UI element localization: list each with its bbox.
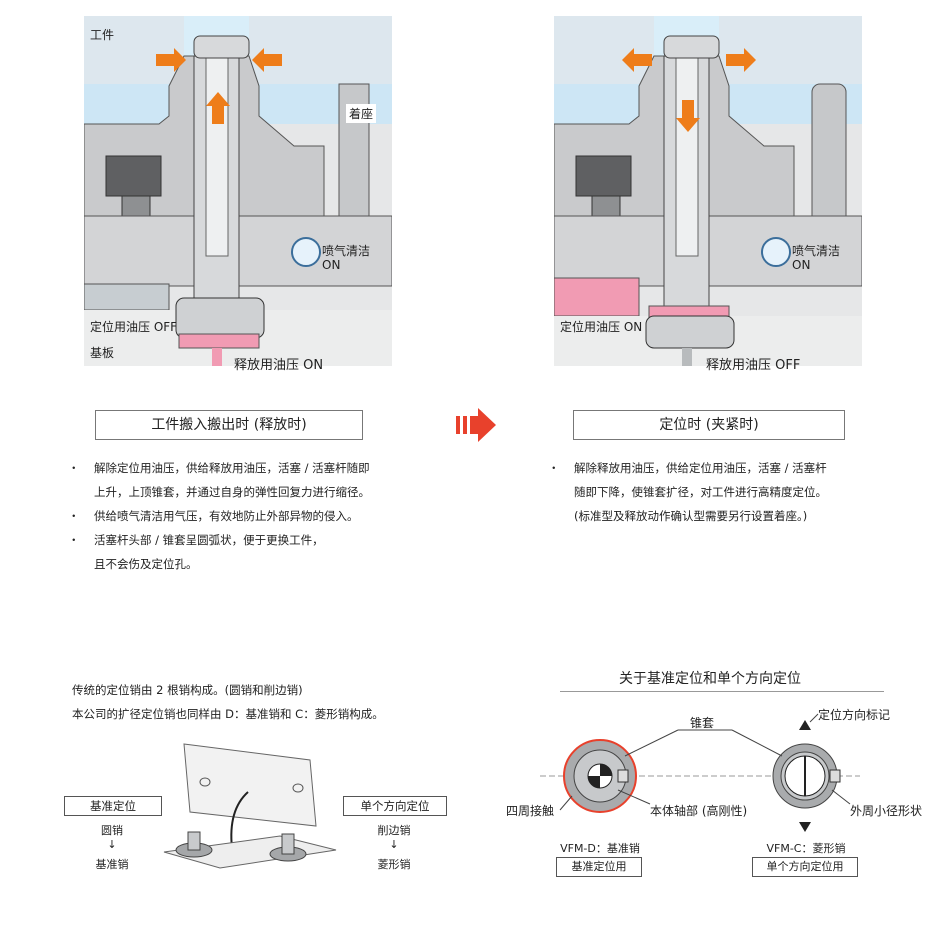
ref-line-2: 基准销 — [95, 858, 129, 871]
label-release-oil-left: 释放用油压 ON — [234, 358, 324, 373]
label-purge: 喷气清洁 — [322, 244, 371, 258]
right-diagram-panel: 着座 喷气清洁 ON 定位用油压 ON — [554, 16, 862, 366]
title-underline — [560, 691, 884, 692]
right-cross-section-drawing — [554, 16, 862, 366]
lower-left-text-2: 本公司的扩径定位销也同样由 D：基准销和 C：菱形销构成。 — [72, 707, 384, 721]
vfmd-title: VFM-D：基准销 — [560, 842, 640, 855]
label-outer-shape: 外周小径形状 — [850, 804, 923, 818]
dir-line-1: 削边销 — [377, 824, 411, 837]
label-locate-oil: 定位用油压 ON — [560, 320, 643, 334]
box-direction-positioning: 单个方向定位 — [343, 796, 447, 816]
list-item: 活塞杆头部 / 锥套呈圆弧状，便于更换工件， 且不会伤及定位孔。 — [68, 528, 408, 576]
label-locate-oil: 定位用油压 OFF — [90, 320, 178, 334]
lower-left-text-1: 传统的定位销由 2 根销构成。(圆销和削边销) — [72, 683, 303, 697]
label-sleeve: 锥套 — [690, 716, 715, 730]
pin-comparison-diagram — [540, 713, 860, 832]
right-bullet-list: 解除释放用油压，供给定位用油压，活塞 / 活塞杆 随即下降，使锥套扩径，对工件进… — [548, 456, 888, 528]
label-base: 基板 — [90, 346, 115, 360]
label-release-oil-right: 释放用油压 OFF — [706, 358, 801, 373]
lower-right-title: 关于基准定位和单个方向定位 — [619, 671, 801, 687]
pin-illustration — [163, 743, 337, 869]
label-workpiece: 工件 — [90, 28, 115, 42]
label-purge-state: ON — [792, 258, 811, 272]
label-body-shaft: 本体轴部 (高刚性) — [650, 804, 748, 818]
left-diagram-panel: 工件 喷气清洁 ON 定位用油压 OFF 基板 — [84, 16, 392, 366]
label-seat-visible: 着座 — [346, 104, 377, 123]
left-cross-section-drawing — [84, 16, 392, 366]
transition-arrow-icon — [456, 408, 496, 442]
list-item: 供给喷气清洁用气压，有效地防止外部异物的侵入。 — [68, 504, 408, 528]
box-reference-positioning: 基准定位 — [64, 796, 162, 816]
label-direction-mark: 定位方向标记 — [818, 708, 891, 722]
vfmc-box: 单个方向定位用 — [752, 857, 858, 877]
list-item: 解除定位用油压，供给释放用油压，活塞 / 活塞杆随即 上升，上顶锥套，并通过自身… — [68, 456, 408, 504]
vfmd-box: 基准定位用 — [556, 857, 642, 877]
vfmc-title: VFM-C：菱形销 — [766, 842, 846, 855]
right-caption: 定位时 (夹紧时) — [573, 410, 845, 440]
ref-line-1: 圆销 — [101, 824, 123, 837]
dir-line-2: 菱形销 — [377, 858, 411, 871]
list-item: 解除释放用油压，供给定位用油压，活塞 / 活塞杆 随即下降，使锥套扩径，对工件进… — [548, 456, 888, 528]
label-purge: 喷气清洁 — [792, 244, 841, 258]
dir-arrow: ↓ — [389, 838, 399, 851]
left-caption: 工件搬入搬出时 (释放时) — [95, 410, 363, 440]
left-bullet-list: 解除定位用油压，供给释放用油压，活塞 / 活塞杆随即 上升，上顶锥套，并通过自身… — [68, 456, 408, 576]
label-four-side-contact: 四周接触 — [506, 804, 555, 818]
label-purge-state: ON — [322, 258, 341, 272]
ref-arrow: ↓ — [107, 838, 117, 851]
